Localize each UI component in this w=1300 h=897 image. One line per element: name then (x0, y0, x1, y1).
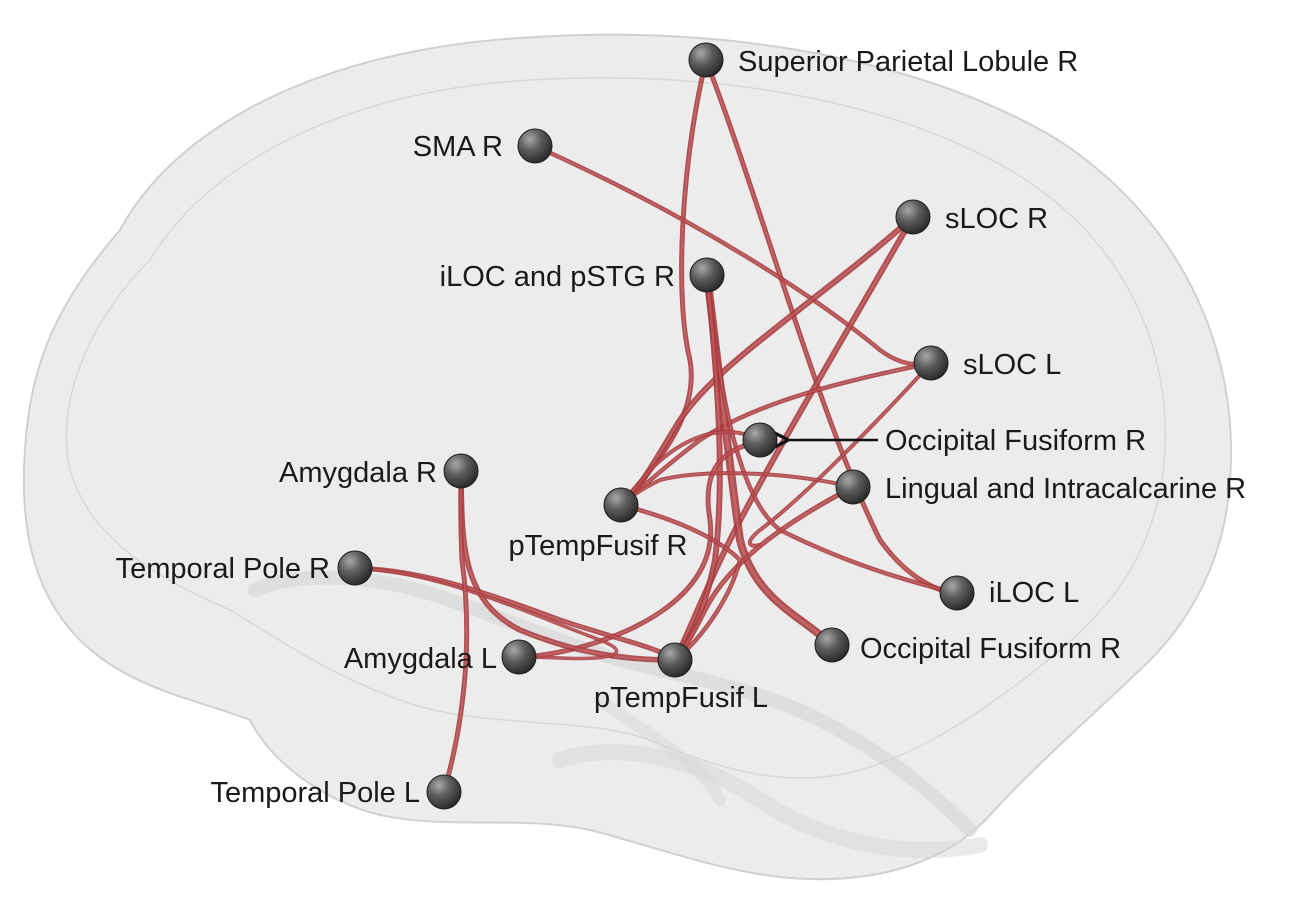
connection-highlight-ptempfus-r-to-ptempfus-l (620, 504, 741, 661)
label-lingual-r: Lingual and Intracalcarine R (885, 473, 1246, 505)
label-occfus-r-upper: Occipital Fusiform R (885, 425, 1146, 457)
label-ptempfus-r: pTempFusif R (509, 530, 688, 562)
connection-highlight-sloc-r-to-ptempfus-l (673, 215, 915, 662)
connection-highlight-tpole-l-to-amyg-r (443, 470, 468, 793)
label-sloc-r: sLOC R (945, 203, 1048, 235)
label-spl-r: Superior Parietal Lobule R (738, 46, 1078, 78)
nodes (337, 42, 975, 810)
node-iloc-pstg-r (689, 257, 725, 293)
connection-sloc-r-to-ptempfus-l (672, 214, 916, 663)
brainstem-fold (594, 694, 726, 806)
label-occfus-r-lower: Occipital Fusiform R (860, 633, 1121, 665)
labels: Superior Parietal Lobule R SMA R sLOC R iLO… (116, 46, 1247, 809)
temporal-lobe-fold (248, 570, 977, 837)
connections (352, 57, 960, 795)
connection-highlight-iloc-pstg-to-iloc-l (706, 274, 958, 594)
label-amyg-r: Amygdala R (279, 457, 437, 489)
node-amyg-r (443, 453, 479, 489)
connection-occfus-upper-to-amyg-l (516, 437, 763, 660)
node-sma-r (517, 128, 553, 164)
label-sloc-l: sLOC L (963, 349, 1061, 381)
connection-tpole-l-to-amyg-r (441, 468, 470, 795)
node-lingual-r (835, 469, 871, 505)
label-iloc-pstg-r: iLOC and pSTG R (440, 261, 675, 293)
connection-highlight-occfus-upper-to-amyg-l (518, 439, 761, 658)
connection-highlight-sloc-l-to-lingual (749, 362, 932, 547)
label-sma-r: SMA R (413, 131, 503, 163)
node-spl-r (688, 42, 724, 78)
node-amyg-l (501, 639, 537, 675)
node-sloc-l (913, 345, 949, 381)
connection-sma-to-sloc-l (532, 143, 934, 367)
node-occfus-r-lower (814, 627, 850, 663)
connection-iloc-pstg-to-iloc-l (704, 272, 960, 596)
connection-ptempfus-r-to-ptempfus-l (618, 502, 743, 663)
node-sloc-r (895, 199, 931, 235)
label-tpole-l: Temporal Pole L (210, 777, 420, 809)
node-ptempfus-l (657, 642, 693, 678)
cerebellum-fold (552, 744, 988, 858)
node-ptempfus-r (603, 487, 639, 523)
label-ptempfus-l: pTempFusif L (594, 682, 768, 714)
node-occfus-r-upper (742, 422, 778, 458)
connection-tpole-r-to-amyg-l (353, 566, 619, 661)
node-tpole-r (337, 550, 373, 586)
node-iloc-l (939, 575, 975, 611)
node-tpole-l (426, 774, 462, 810)
connection-sloc-l-to-lingual (747, 361, 933, 548)
label-amyg-l: Amygdala L (344, 643, 497, 675)
connection-highlight-tpole-r-to-amyg-l (354, 567, 617, 660)
label-iloc-l: iLOC L (989, 577, 1079, 609)
label-tpole-r: Temporal Pole R (116, 553, 330, 585)
connection-highlight-sma-to-sloc-l (534, 145, 932, 366)
